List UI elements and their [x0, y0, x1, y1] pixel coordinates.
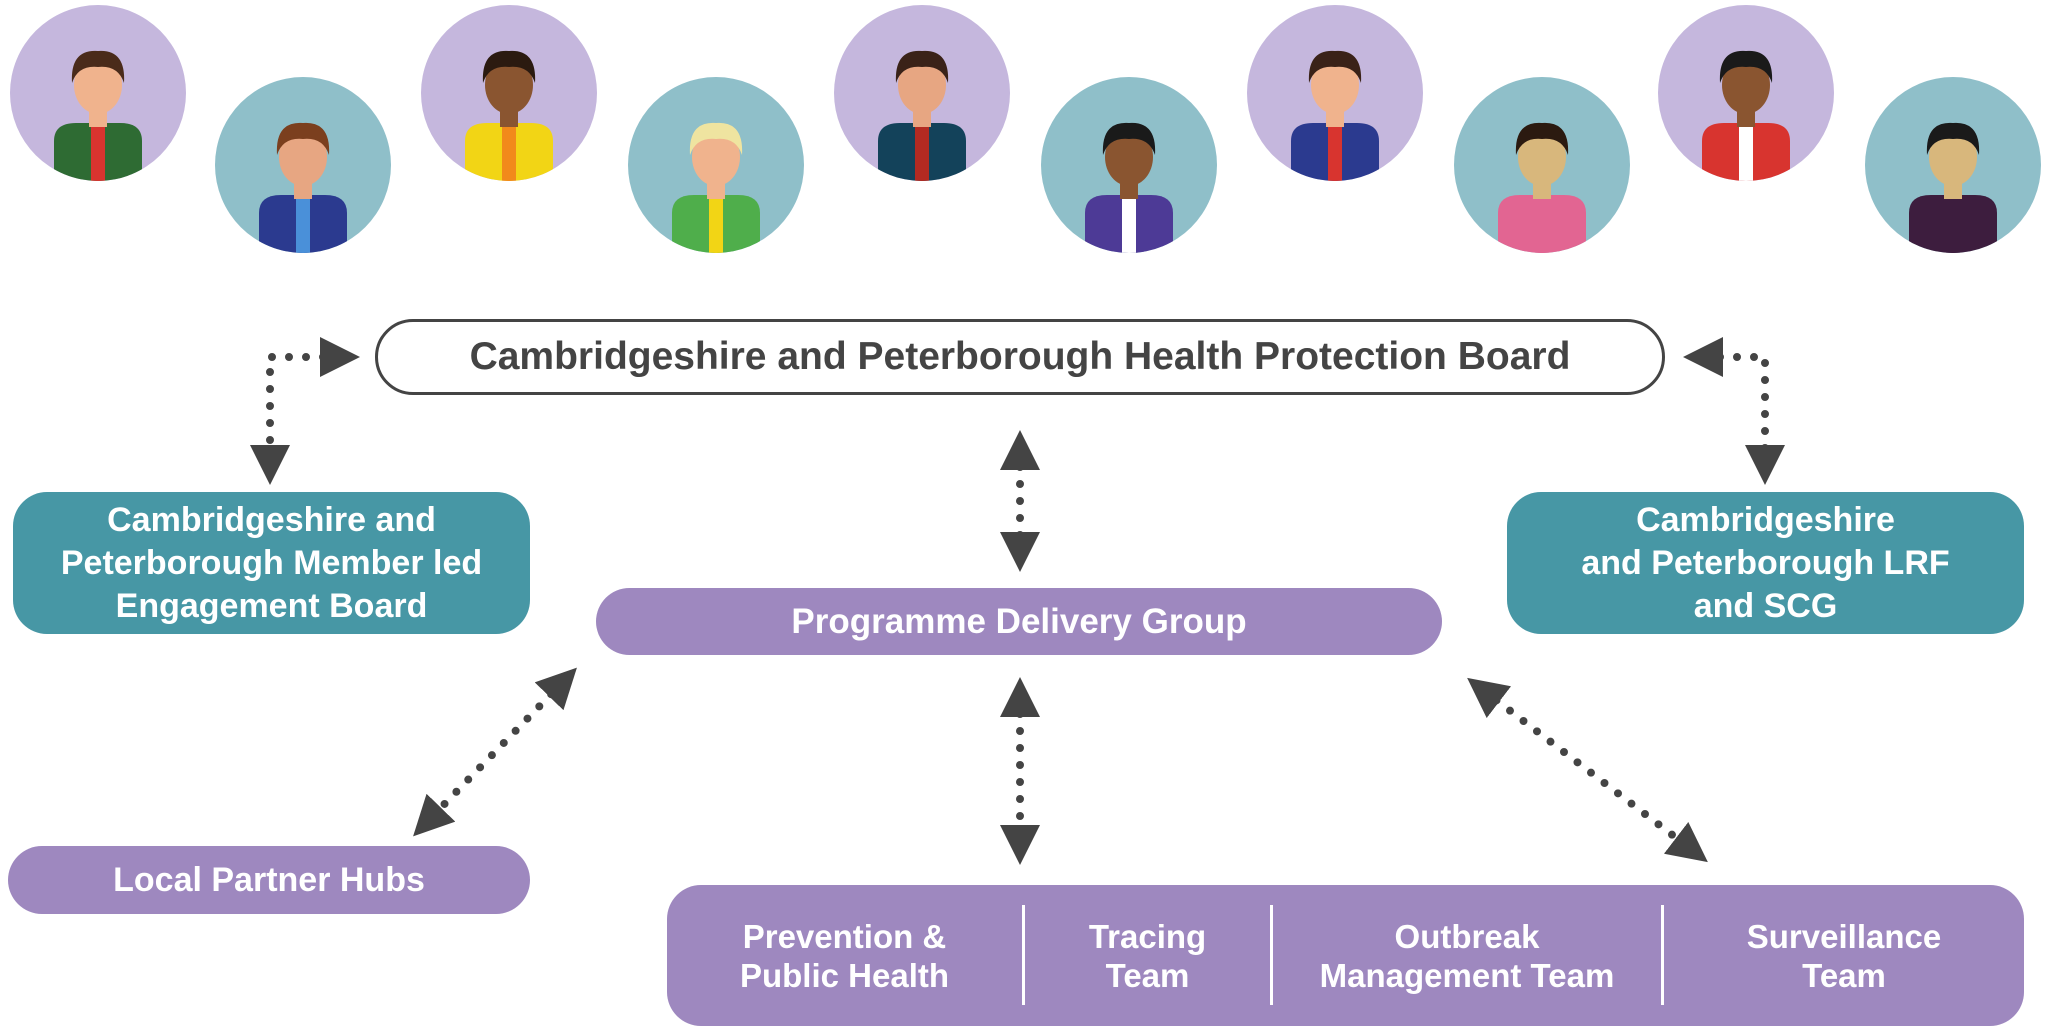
local-partner-hubs-label: Local Partner Hubs — [113, 860, 425, 899]
team-label: Tracing Team — [1088, 917, 1207, 994]
connector-left-to-member-board — [250, 337, 360, 485]
connector-pdg-to-surveillance — [1467, 677, 1708, 863]
health-protection-board-node: Cambridgeshire and Peterborough Health P… — [375, 319, 1665, 395]
programme-delivery-group-label: Programme Delivery Group — [791, 601, 1247, 641]
team-divider — [1270, 905, 1273, 1005]
team-surveillance: Surveillance Team — [1664, 885, 2024, 1026]
team-prevention-public-health: Prevention & Public Health — [667, 885, 1022, 1026]
person-avatar-icon — [1247, 5, 1423, 181]
team-label: Prevention & Public Health — [739, 917, 950, 994]
person-avatar-icon — [1658, 5, 1834, 181]
team-outbreak-management: Outbreak Management Team — [1273, 885, 1661, 1026]
person-avatar-icon — [1865, 77, 2041, 253]
people-illustration — [10, 5, 2041, 253]
member-engagement-board-node: Cambridgeshire and Peterborough Member l… — [13, 492, 530, 634]
person-avatar-icon — [215, 77, 391, 253]
team-label: Surveillance Team — [1746, 917, 1942, 994]
connector-pdg-to-hubs — [413, 667, 577, 837]
person-avatar-icon — [421, 5, 597, 181]
person-avatar-icon — [1454, 77, 1630, 253]
connector-right-to-lrf-board — [1683, 337, 1785, 485]
local-partner-hubs-node: Local Partner Hubs — [8, 846, 530, 914]
team-divider — [1661, 905, 1664, 1005]
member-engagement-board-label: Cambridgeshire and Peterborough Member l… — [60, 500, 483, 625]
team-label: Outbreak Management Team — [1319, 917, 1615, 994]
person-avatar-icon — [628, 77, 804, 253]
team-tracing: Tracing Team — [1025, 885, 1270, 1026]
person-avatar-icon — [834, 5, 1010, 181]
health-protection-board-label: Cambridgeshire and Peterborough Health P… — [469, 335, 1571, 378]
person-avatar-icon — [10, 5, 186, 181]
lrf-scg-node: Cambridgeshire and Peterborough LRF and … — [1507, 492, 2024, 634]
programme-delivery-group-node: Programme Delivery Group — [596, 588, 1442, 655]
team-divider — [1022, 905, 1025, 1005]
teams-bar: Prevention & Public Health Tracing Team … — [667, 885, 2024, 1026]
lrf-scg-label: Cambridgeshire and Peterborough LRF and … — [1581, 500, 1950, 625]
person-avatar-icon — [1041, 77, 1217, 253]
